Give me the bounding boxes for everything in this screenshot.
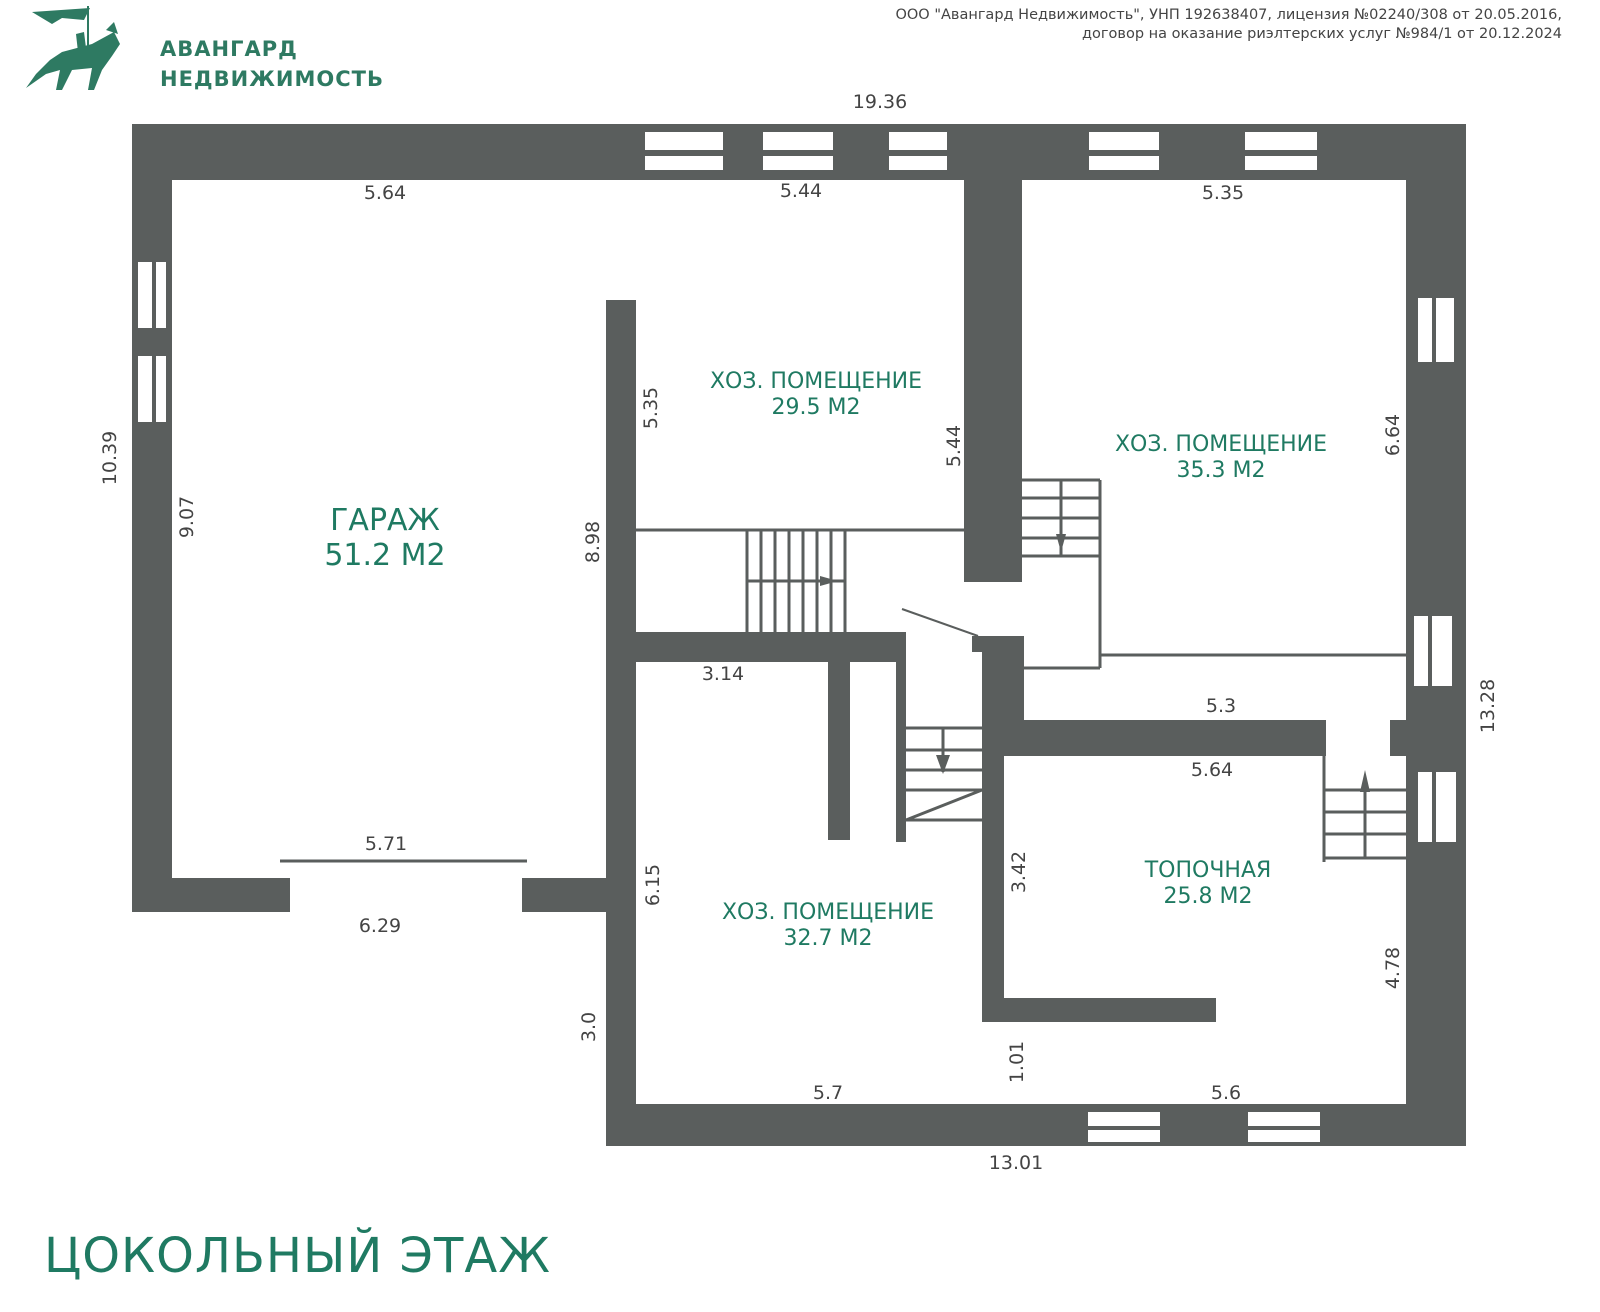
- dim-overall-left: 10.39: [99, 431, 121, 485]
- room-name-garage: ГАРАЖ: [330, 503, 440, 538]
- dim-garage-door: 5.71: [365, 833, 407, 855]
- room-area-garage: 51.2 М2: [324, 538, 445, 573]
- dim-overall-top: 19.36: [853, 91, 907, 113]
- dim-boiler-right: 4.78: [1382, 947, 1404, 989]
- legal-line-2: договор на оказание риэлтерских услуг №9…: [1082, 26, 1562, 42]
- room-area-storage-1: 29.5 М2: [772, 395, 861, 420]
- staircase-3: [905, 726, 983, 822]
- dim-room1-top: 5.44: [780, 180, 822, 202]
- dim-room3-left: 6.15: [642, 864, 664, 906]
- staircase-4: [1324, 788, 1406, 860]
- room-name-boiler: ТОПОЧНАЯ: [1144, 858, 1272, 883]
- brand-name-line2: НЕДВИЖИМОСТЬ: [160, 67, 384, 91]
- company-logo: АВАНГАРД НЕДВИЖИМОСТЬ: [22, 4, 383, 96]
- stair-arrow-down-icon: [1056, 534, 1066, 552]
- room-area-storage-2: 35.3 М2: [1177, 458, 1266, 483]
- stair-arrow-up-icon: [1360, 770, 1370, 792]
- dim-boiler-left: 3.42: [1008, 851, 1030, 893]
- dim-garage-top: 5.64: [364, 182, 406, 204]
- staircase-1: [745, 530, 847, 632]
- dim-room2-right: 6.64: [1382, 414, 1404, 456]
- dim-corridor-bottom: 3.14: [702, 663, 744, 685]
- windows: [138, 132, 1456, 1142]
- dim-garage-left: 9.07: [176, 496, 198, 538]
- dim-boiler-top: 5.64: [1191, 759, 1233, 781]
- room-name-storage-1: ХОЗ. ПОМЕЩЕНИЕ: [710, 369, 922, 394]
- dim-overall-bottom: 13.01: [989, 1152, 1043, 1174]
- knight-horse-icon: [26, 6, 120, 90]
- brand-name-line1: АВАНГАРД: [160, 37, 298, 61]
- dim-room1-left: 5.35: [640, 387, 662, 429]
- dim-room3-bottom: 5.7: [813, 1082, 843, 1104]
- stair-arrow-down-icon-2: [936, 755, 950, 774]
- dim-boiler-bottom: 5.6: [1211, 1082, 1241, 1104]
- room-area-boiler: 25.8 М2: [1164, 884, 1253, 909]
- dim-hall-left: 8.98: [582, 521, 604, 563]
- legal-info: ООО "Авангард Недвижимость", УНП 1926384…: [895, 6, 1562, 44]
- floor-title: ЦОКОЛЬНЫЙ ЭТАЖ: [44, 1228, 551, 1284]
- stair-arrow-right-icon: [820, 576, 838, 586]
- walls: [132, 124, 1466, 1146]
- room-name-storage-3: ХОЗ. ПОМЕЩЕНИЕ: [722, 900, 934, 925]
- legal-line-1: ООО "Авангард Недвижимость", УНП 1926384…: [895, 7, 1562, 23]
- dim-corridor-top-right: 5.3: [1206, 695, 1236, 717]
- dim-partition-gap: 1.01: [1006, 1041, 1028, 1083]
- room-name-storage-2: ХОЗ. ПОМЕЩЕНИЕ: [1115, 432, 1327, 457]
- dim-garage-bottom: 6.29: [359, 915, 401, 937]
- staircase-2: [1022, 478, 1100, 558]
- dim-room3-lower-left: 3.0: [578, 1012, 600, 1042]
- room-area-storage-3: 32.7 М2: [784, 926, 873, 951]
- dim-room1-right: 5.44: [943, 425, 965, 467]
- dim-overall-right: 13.28: [1477, 679, 1499, 733]
- thin-lines: [280, 480, 1406, 863]
- dim-room2-top: 5.35: [1202, 182, 1244, 204]
